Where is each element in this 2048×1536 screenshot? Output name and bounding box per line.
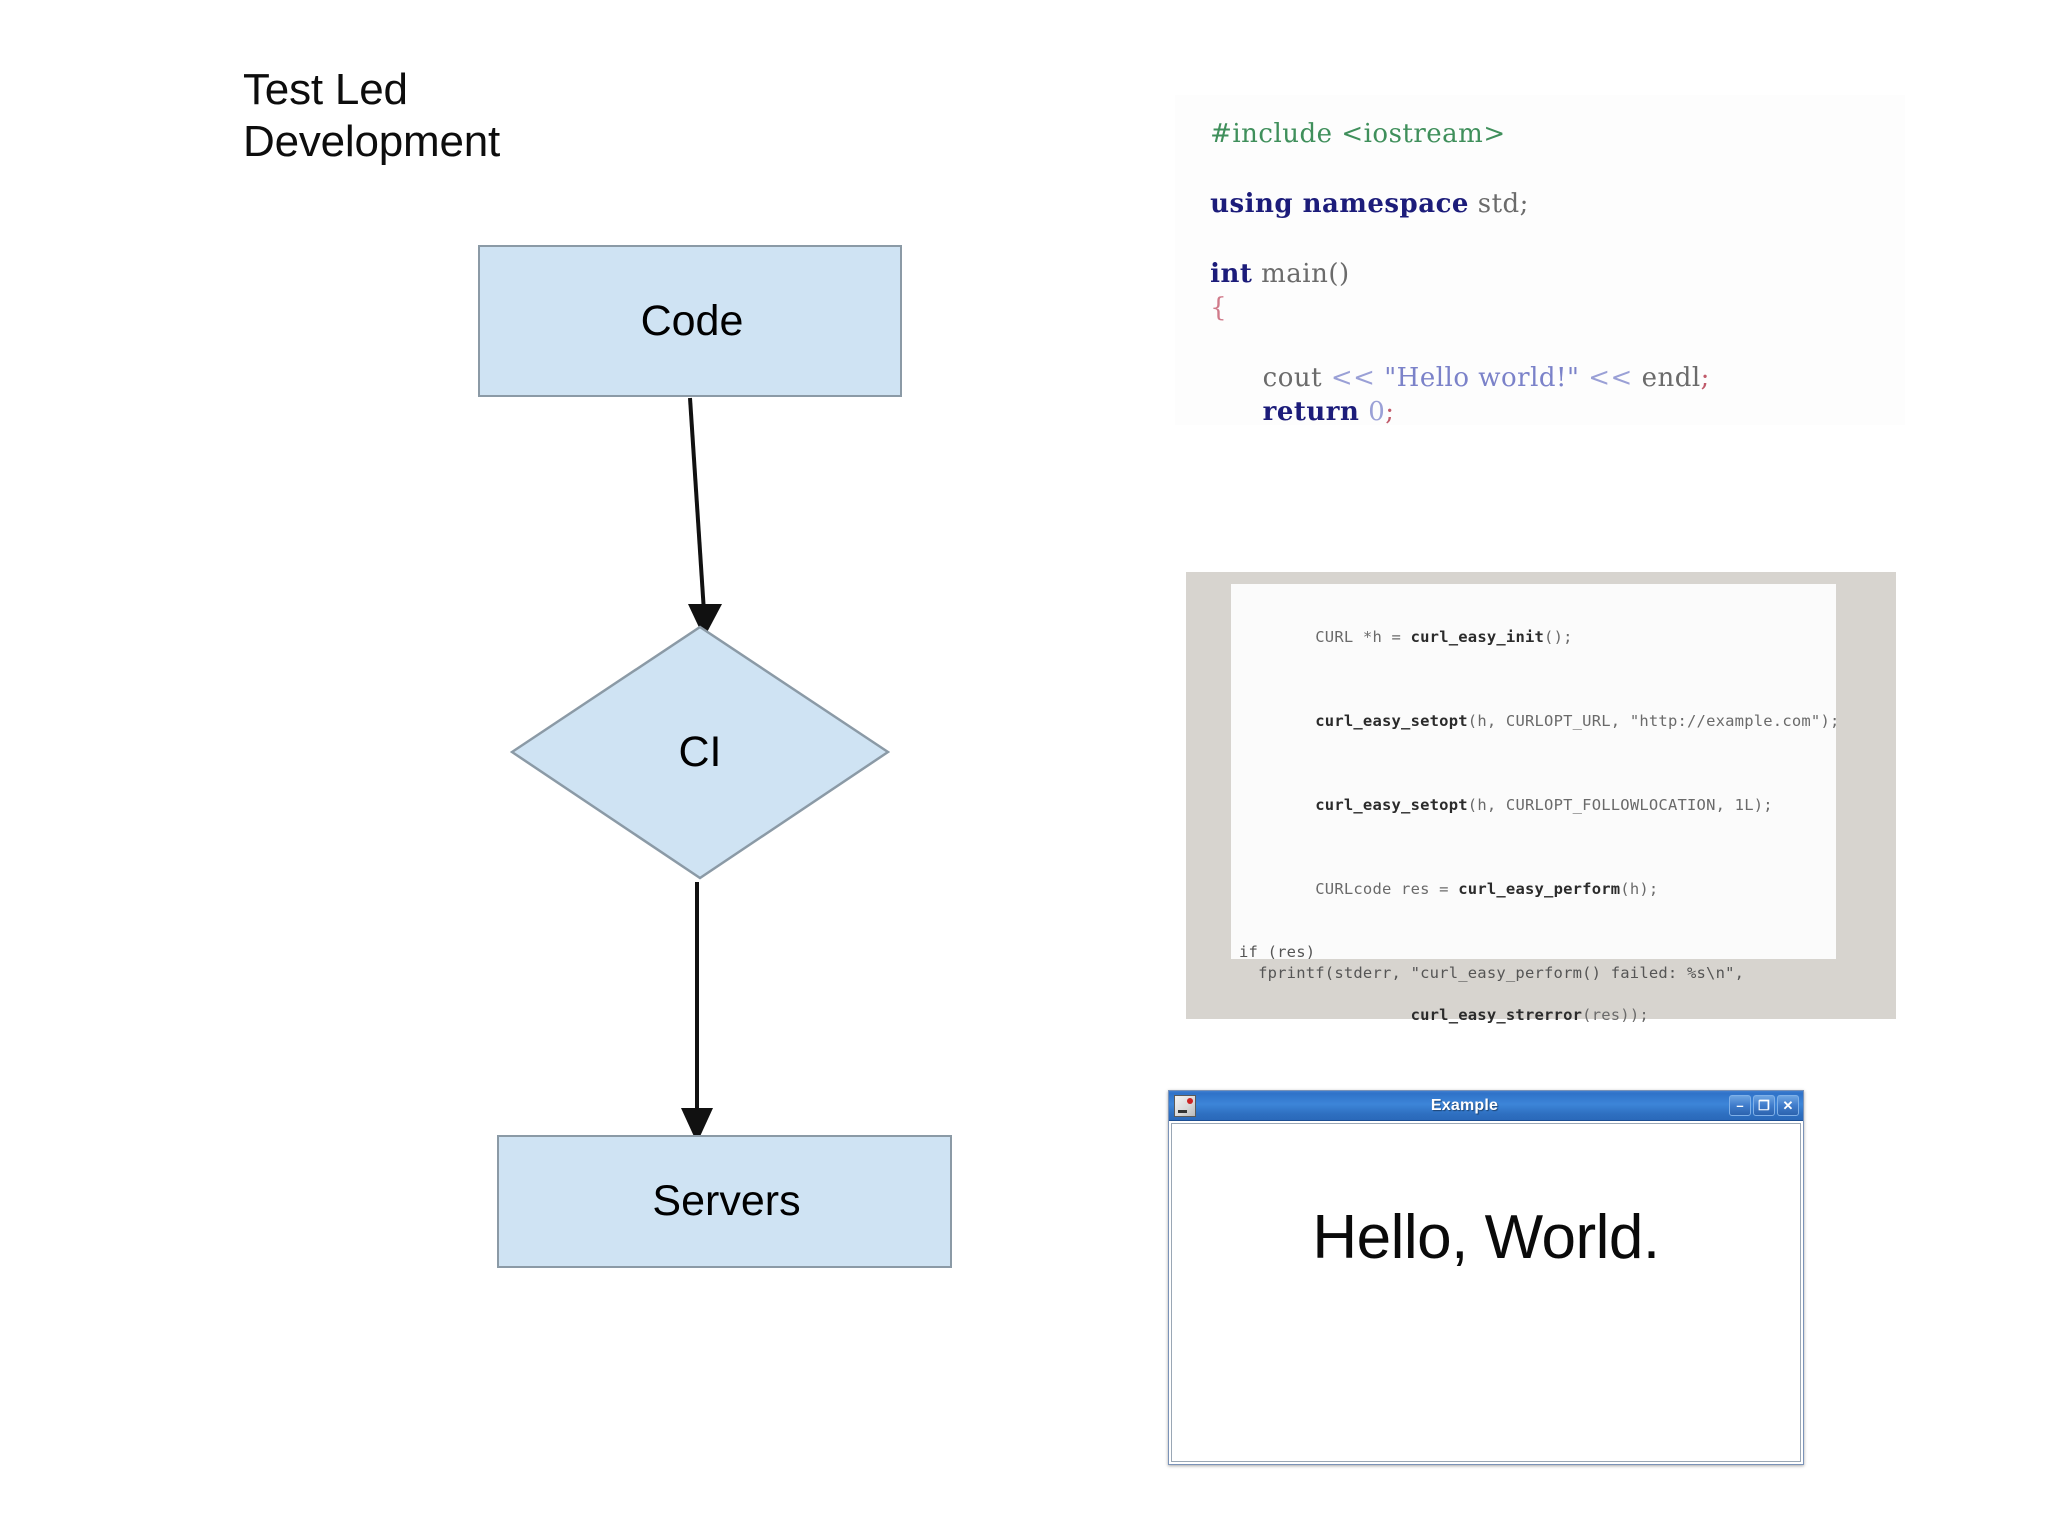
curl-line-1: CURL *h = curl_easy_init();	[1239, 606, 1836, 669]
curl-token-3a: curl_easy_setopt	[1315, 796, 1468, 814]
curl-code-snippet-photo: CURL *h = curl_easy_init(); curl_easy_se…	[1186, 572, 1896, 1108]
curl-line-5: if (res)	[1239, 943, 1316, 961]
example-application-window[interactable]: Example – ❐ ✕ Hello, World.	[1168, 1090, 1804, 1465]
cpp-token-semicolon-2: ;	[1385, 397, 1395, 425]
cpp-token-include: #include <iostream>	[1210, 119, 1506, 149]
curl-token-2a: curl_easy_setopt	[1315, 712, 1468, 730]
curl-token-3b: (h, CURLOPT_FOLLOWLOCATION, 1L);	[1467, 796, 1773, 814]
window-content-area: Hello, World.	[1171, 1123, 1801, 1462]
cpp-line-brace-open: {	[1175, 269, 1905, 321]
curl-token-1b: curl_easy_init	[1410, 628, 1545, 646]
close-button[interactable]: ✕	[1777, 1095, 1799, 1116]
cpp-token-cout: cout	[1262, 363, 1323, 393]
flow-node-ci[interactable]: CI	[510, 625, 890, 880]
cpp-line-return: return 0;	[1175, 373, 1905, 425]
cpp-token-string: "Hello world!"	[1384, 363, 1580, 393]
cpp-token-semicolon-1: ;	[1700, 363, 1710, 393]
cpp-line-include: #include <iostream>	[1175, 95, 1905, 147]
curl-token-1a: CURL *h =	[1315, 628, 1411, 646]
curl-token-7a: curl_easy_strerror	[1315, 1006, 1583, 1024]
flow-node-code[interactable]: Code	[478, 245, 902, 397]
window-controls: – ❐ ✕	[1729, 1095, 1801, 1116]
page-title: Test Led Development	[243, 65, 501, 166]
cpp-token-return: return	[1262, 397, 1360, 425]
curl-blank-5	[1239, 1047, 1836, 1068]
curl-token-4b: curl_easy_perform	[1458, 880, 1621, 898]
flow-node-code-label: Code	[640, 296, 744, 345]
window-title: Example	[1430, 1096, 1499, 1114]
maximize-button[interactable]: ❐	[1753, 1095, 1775, 1116]
curl-blank-3	[1239, 837, 1836, 858]
cpp-token-zero: 0	[1368, 397, 1386, 425]
curl-token-4c: (h);	[1620, 880, 1659, 898]
window-titlebar[interactable]: Example – ❐ ✕	[1169, 1091, 1803, 1121]
cpp-token-shift-1: <<	[1330, 363, 1376, 393]
diamond-shape	[510, 625, 890, 880]
curl-line-7: curl_easy_strerror(res));	[1239, 984, 1836, 1047]
edge-ci-to-servers	[681, 882, 713, 1143]
app-icon	[1174, 1094, 1196, 1117]
flow-node-servers-label: Servers	[652, 1177, 801, 1225]
curl-token-2b: (h, CURLOPT_URL, "http://example.com");	[1467, 712, 1840, 730]
cpp-line-cout: cout << "Hello world!" << endl;	[1175, 339, 1905, 391]
curl-blank-1	[1239, 669, 1836, 690]
edge-code-to-ci	[688, 397, 722, 638]
flowchart-diagram: Code CI Servers	[478, 245, 952, 1268]
curl-blank-4	[1239, 921, 1836, 942]
cpp-token-int: int	[1210, 259, 1253, 289]
cpp-token-endl: endl	[1641, 363, 1701, 393]
cpp-token-shift-2: <<	[1588, 363, 1633, 393]
minimize-button[interactable]: –	[1729, 1095, 1751, 1116]
curl-line-3: curl_easy_setopt(h, CURLOPT_FOLLOWLOCATI…	[1239, 774, 1836, 837]
cpp-blank-line-3	[1175, 303, 1905, 339]
curl-line-4: CURLcode res = curl_easy_perform(h);	[1239, 858, 1836, 921]
cpp-token-main: main()	[1261, 259, 1350, 289]
hello-world-label: Hello, World.	[1312, 1203, 1660, 1272]
cpp-line-main: int main()	[1175, 235, 1905, 287]
cpp-code-snippet-image: #include <iostream> using namespace std;…	[1175, 95, 1905, 425]
curl-line-2: curl_easy_setopt(h, CURLOPT_URL, "http:/…	[1239, 690, 1839, 753]
curl-blank-2	[1239, 753, 1836, 774]
curl-token-4a: CURLcode res =	[1315, 880, 1459, 898]
curl-line-6: fprintf(stderr, "curl_easy_perform() fai…	[1239, 964, 1745, 982]
cpp-token-brace-open: {	[1210, 293, 1228, 323]
cpp-token-using: using namespace	[1210, 189, 1469, 219]
cpp-token-std: std;	[1477, 189, 1529, 219]
curl-code-paper: CURL *h = curl_easy_init(); curl_easy_se…	[1231, 584, 1839, 1108]
curl-token-7b: (res));	[1582, 1006, 1649, 1024]
flow-node-servers[interactable]: Servers	[497, 1135, 952, 1268]
cpp-line-using: using namespace std;	[1175, 165, 1905, 217]
curl-token-1c: ();	[1544, 628, 1573, 646]
